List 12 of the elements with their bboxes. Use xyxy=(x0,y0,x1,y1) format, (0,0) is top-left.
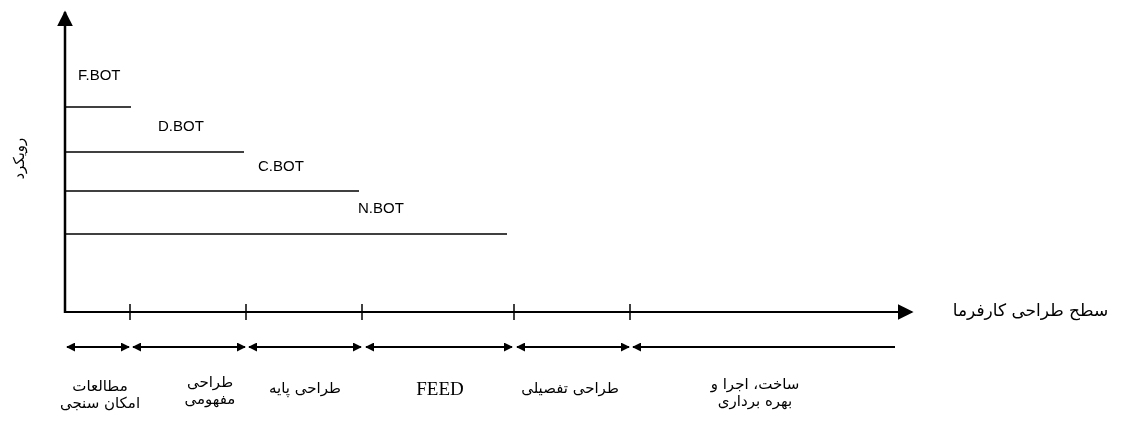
phase-label: FEED xyxy=(415,378,465,400)
phase-label: ساخت، اجرا و بهره برداری xyxy=(709,376,801,411)
phase-label: مطالعات امکان سنجی xyxy=(58,378,142,413)
phase-label: طراحی تفصیلی xyxy=(520,380,620,398)
axis-label: سطح طراحی کارفرما xyxy=(951,301,1110,321)
series-label: D.BOT xyxy=(158,117,205,135)
phase-label: طراحی پایه xyxy=(268,380,342,398)
phase-label: طراحی مفهومی xyxy=(183,374,237,409)
series-label: C.BOT xyxy=(258,157,305,175)
series-label: N.BOT xyxy=(358,199,405,217)
series-label: F.BOT xyxy=(78,66,122,84)
axis-label: رویکرد xyxy=(11,136,29,182)
